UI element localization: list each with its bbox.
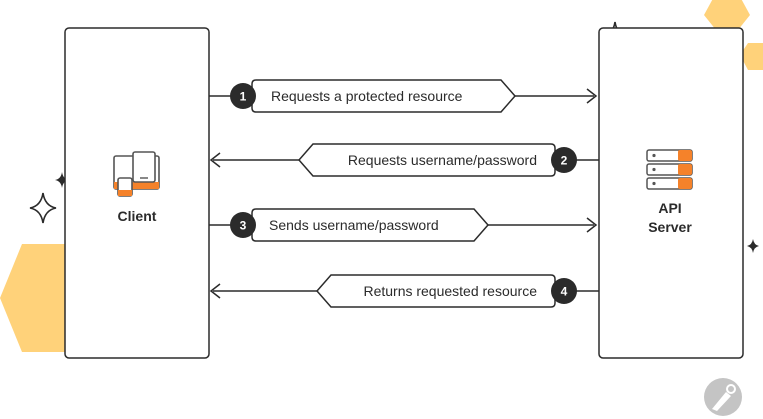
step-3-arrow: 3 Sends username/password [209, 208, 598, 242]
step-1-label-tag [251, 79, 516, 113]
step-1-text: Requests a protected resource [271, 88, 463, 104]
step-1-number: 1 [240, 90, 247, 104]
hexagon-decoration-top-right-2 [740, 43, 763, 70]
step-4-number: 4 [561, 285, 568, 299]
client-box: Client [64, 27, 210, 359]
step-3-label-tag [251, 208, 489, 242]
step-4-arrow: 4 Returns requested resource [209, 274, 599, 308]
sparkle-icon [55, 172, 69, 188]
sparkle-icon [747, 239, 759, 253]
server-label-line-1: API [658, 200, 681, 216]
step-1-badge [230, 83, 256, 109]
step-2-number: 2 [561, 154, 568, 168]
step-3-text: Sends username/password [269, 217, 439, 233]
step-4-label-tag [316, 274, 556, 308]
step-2-label-tag [298, 143, 556, 177]
client-label: Client [118, 208, 157, 224]
step-3-number: 3 [240, 219, 247, 233]
step-2-arrow: 2 Requests username/password [209, 143, 599, 177]
step-4-text: Returns requested resource [363, 283, 537, 299]
step-2-text: Requests username/password [348, 152, 537, 168]
step-1-arrow: 1 Requests a protected resource [209, 79, 598, 113]
hexagon-decoration-top-right-1 [704, 0, 750, 30]
sparkle-icon [29, 192, 57, 224]
postman-logo-icon [704, 378, 742, 416]
step-2-badge [551, 147, 577, 173]
server-box: API Server [598, 27, 744, 359]
server-label-line-2: Server [648, 219, 692, 235]
devices-icon [113, 151, 160, 197]
server-stack-icon [646, 149, 693, 190]
step-4-badge [551, 278, 577, 304]
step-3-badge [230, 212, 256, 238]
